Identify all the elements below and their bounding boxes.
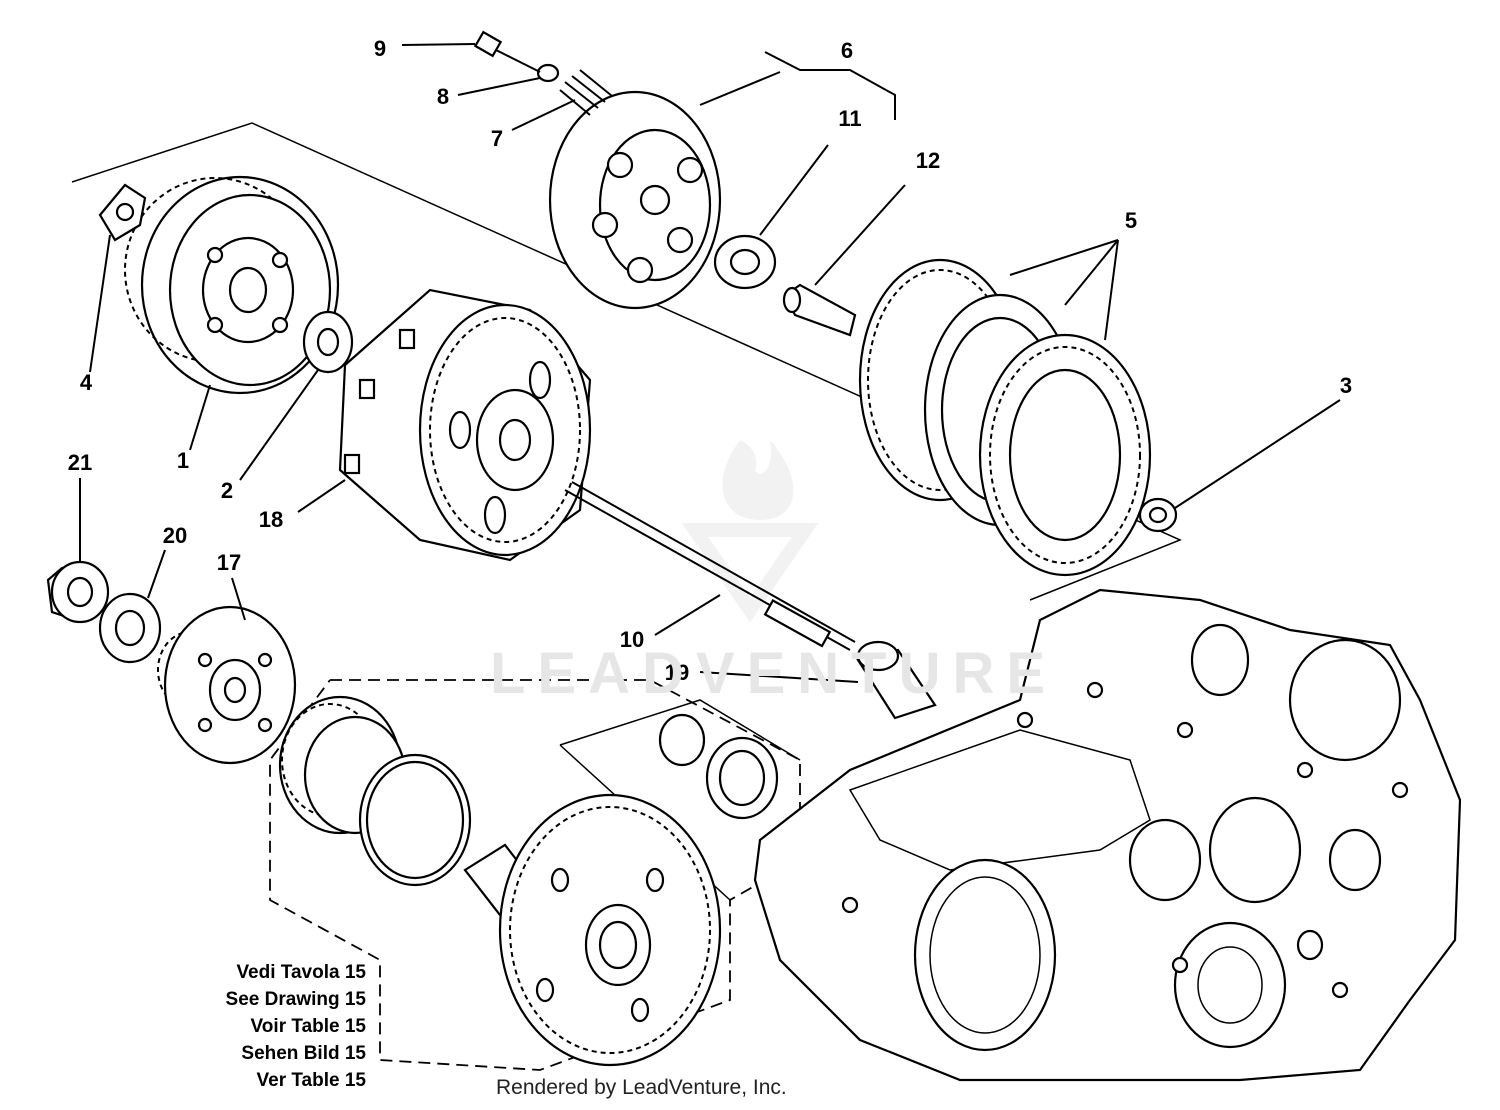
watermark-logo: [681, 440, 819, 623]
reference-note: Vedi Tavola 15 See Drawing 15 Voir Table…: [226, 962, 367, 1091]
callout-4: 4: [80, 370, 93, 395]
part-bolt-9[interactable]: [473, 30, 541, 73]
part-spring-7[interactable]: [559, 69, 613, 116]
callout-12: 12: [916, 148, 940, 173]
reference-note-line: Voir Table 15: [251, 1016, 367, 1037]
reference-note-line: Ver Table 15: [257, 1070, 367, 1091]
callout-20: 20: [163, 523, 187, 548]
part-lock-plate-4[interactable]: [98, 183, 147, 242]
callout-3: 3: [1340, 373, 1352, 398]
part-bearing-11[interactable]: [713, 234, 777, 290]
callout-21: 21: [68, 450, 92, 475]
part-starter-clutch[interactable]: [278, 695, 779, 887]
render-credit: Rendered by LeadVenture, Inc.: [496, 1076, 787, 1099]
part-drive-gear-17[interactable]: [157, 605, 297, 765]
callout-7: 7: [491, 126, 503, 151]
part-thrust-washer-2[interactable]: [302, 310, 354, 374]
callout-9: 9: [374, 36, 386, 61]
part-washer-20[interactable]: [98, 592, 162, 664]
part-washer-8[interactable]: [536, 63, 560, 83]
callout-2: 2: [221, 478, 233, 503]
part-clutch-discs-5[interactable]: [858, 258, 1152, 577]
callout-18: 18: [259, 507, 283, 532]
callout-1: 1: [177, 448, 189, 473]
part-nut-3[interactable]: [1138, 497, 1178, 533]
part-pressure-plate-6[interactable]: [548, 90, 722, 310]
callout-11: 11: [838, 106, 861, 131]
callout-labels: 1 2 3 4 5 6 7 8 9 10 11 12 16 17 18 19 2…: [68, 36, 1352, 685]
callout-6: 6: [841, 38, 853, 63]
callout-8: 8: [437, 84, 449, 109]
part-crankcase: [753, 588, 1462, 1082]
reference-note-line: See Drawing 15: [226, 989, 367, 1010]
callout-10: 10: [620, 627, 644, 652]
part-push-piece-12[interactable]: [782, 283, 857, 337]
watermark-text: LEADVENTURE: [490, 641, 1058, 706]
reference-note-line: Vedi Tavola 15: [236, 962, 366, 983]
part-clutch-center-16[interactable]: [338, 288, 592, 562]
part-starter-gear[interactable]: [463, 793, 722, 1067]
part-push-rod-10[interactable]: [564, 481, 856, 651]
part-nut-21[interactable]: [46, 560, 110, 624]
reference-note-line: Sehen Bild 15: [241, 1043, 366, 1064]
leader-lines: [79, 43, 1341, 683]
part-clutch-housing-1[interactable]: [124, 175, 340, 395]
part-bushing-19[interactable]: [856, 640, 937, 720]
callout-5: 5: [1125, 208, 1137, 233]
callout-17: 17: [217, 550, 241, 575]
callout-19: 19: [665, 660, 689, 685]
